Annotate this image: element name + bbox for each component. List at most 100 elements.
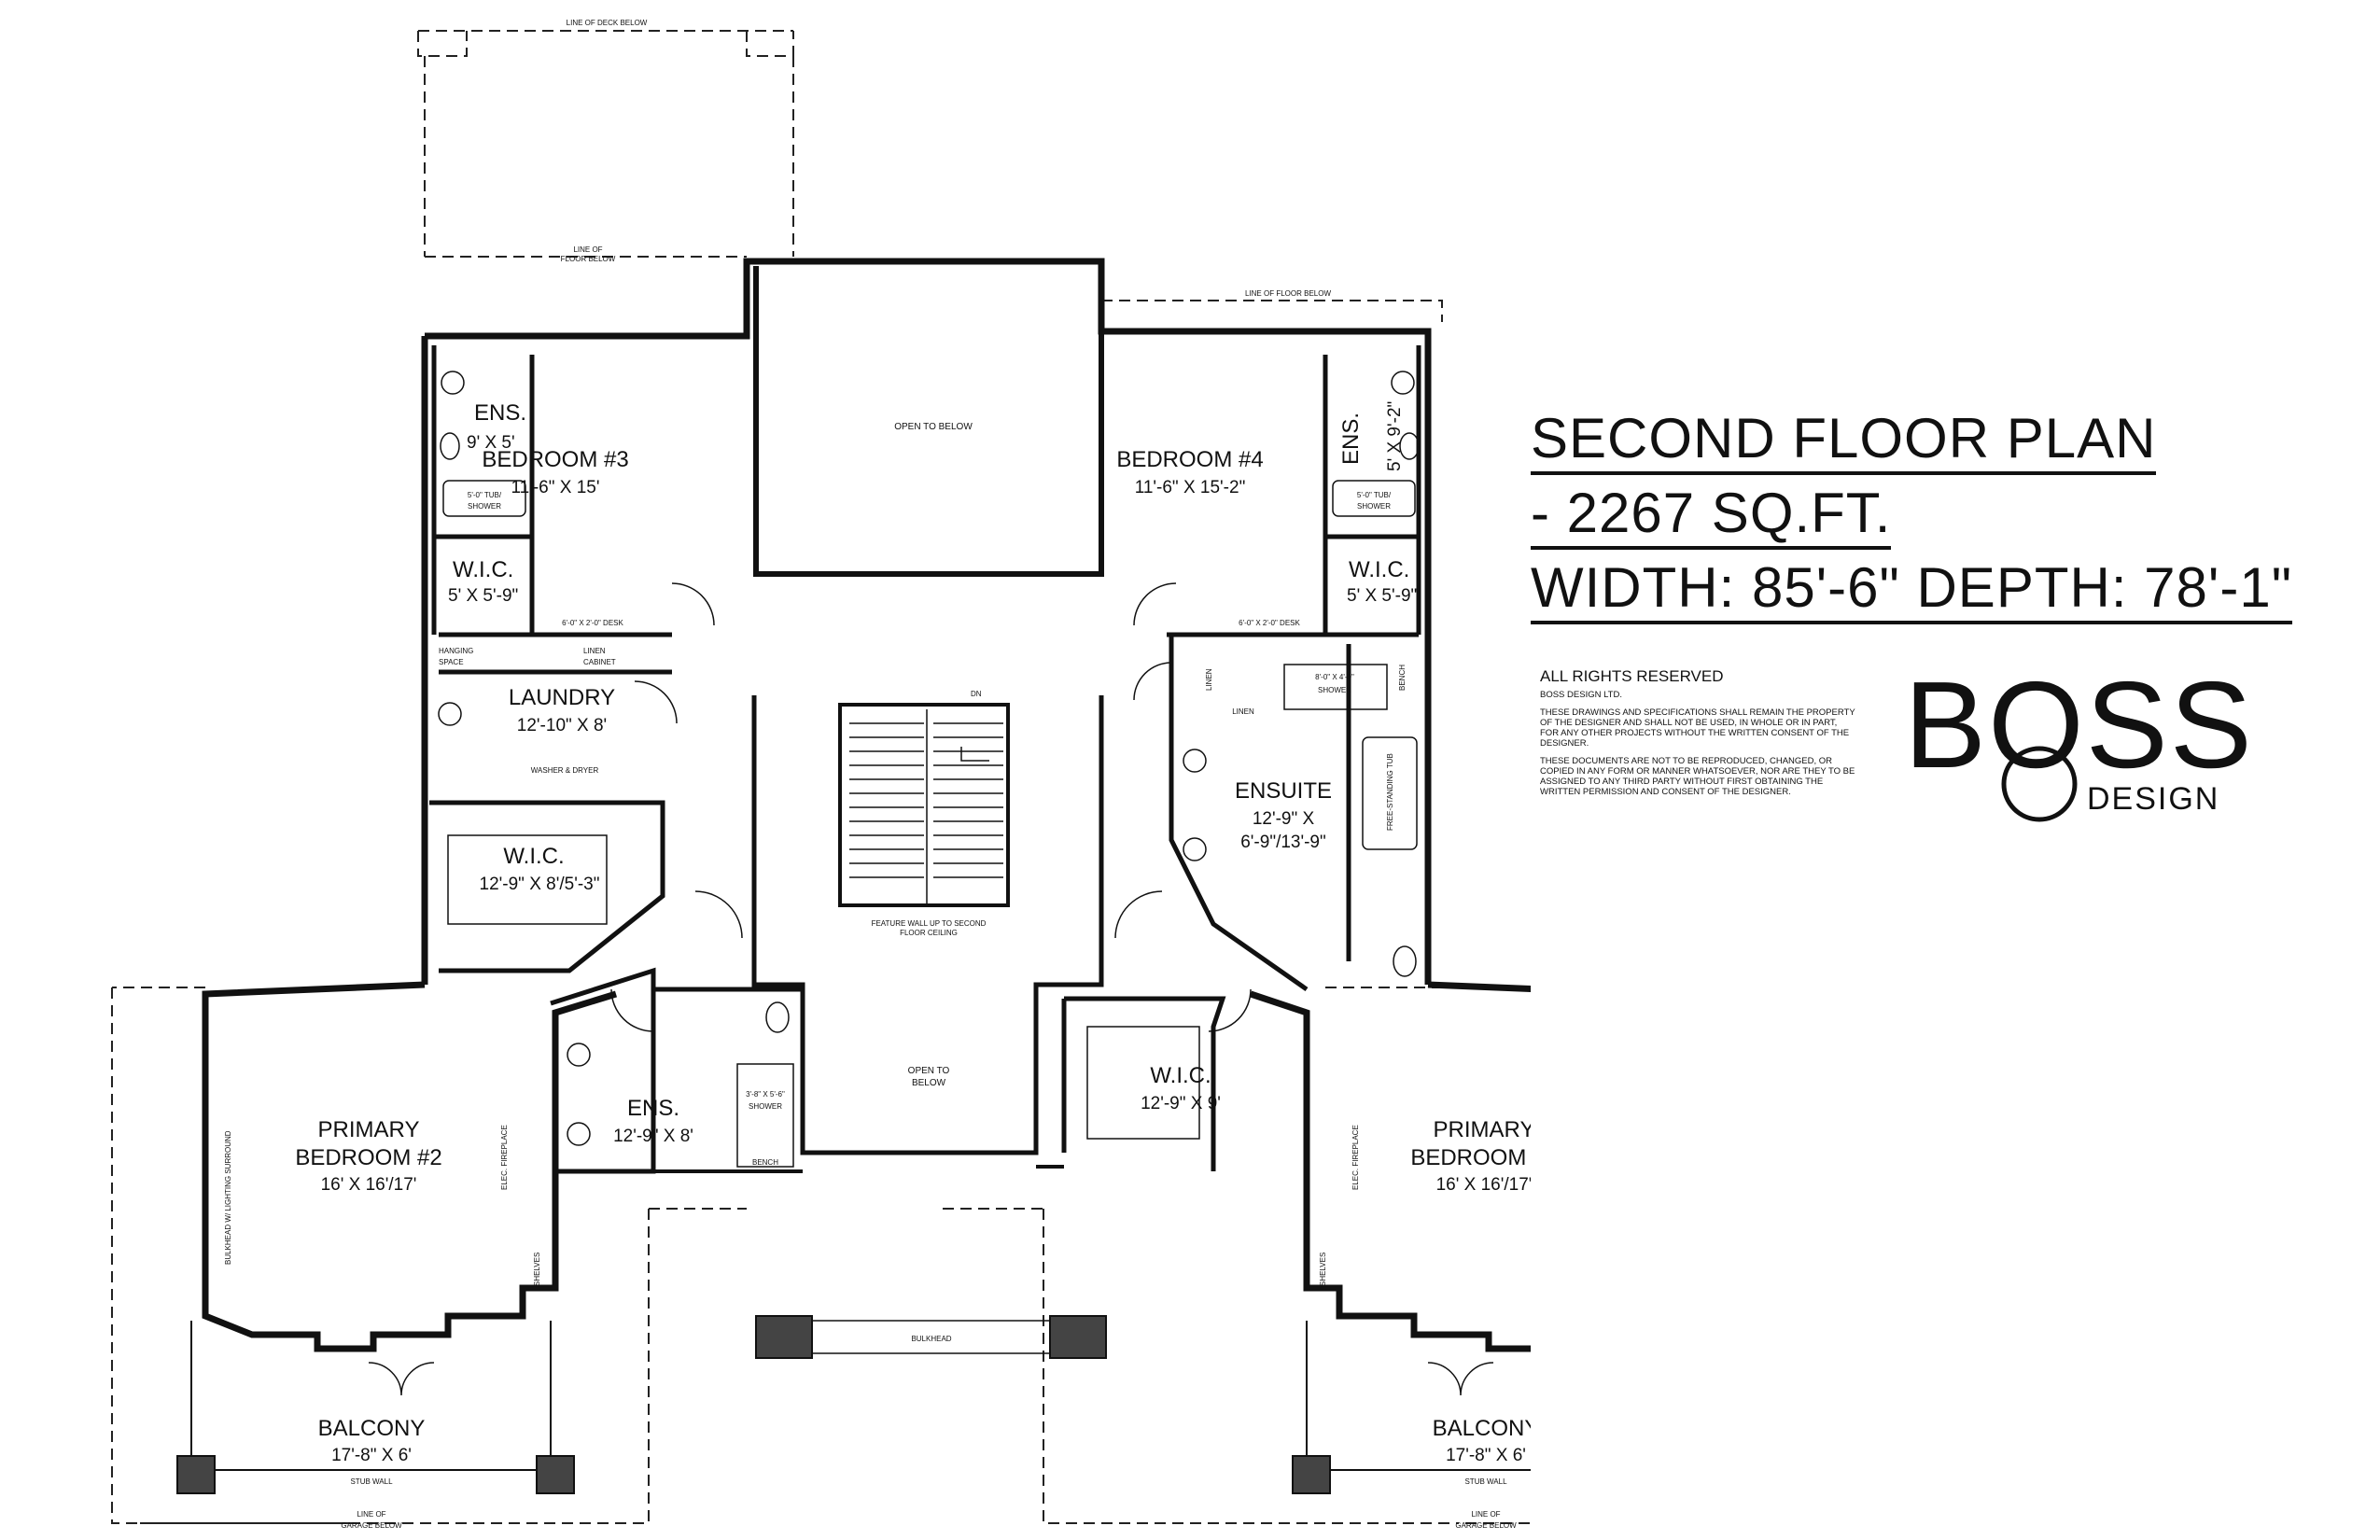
title-block: SECOND FLOOR PLAN - 2267 SQ.FT. WIDTH: 8… <box>1531 406 2333 630</box>
note-deck-below: LINE OF DECK BELOW <box>567 19 648 27</box>
note-bench-ensuite: BENCH <box>1398 665 1407 691</box>
wic4-dim: 5' X 5'-9" <box>1347 586 1417 606</box>
primary1-name1: PRIMARY <box>1434 1117 1531 1142</box>
ens3-dim: 9' X 5' <box>467 433 515 453</box>
balcony-left-dim: 17'-8" X 6' <box>331 1446 412 1465</box>
wic3-name: W.I.C. <box>453 557 513 582</box>
laundry-name: LAUNDRY <box>509 685 615 710</box>
logo-sub: DESIGN <box>2087 781 2220 817</box>
bulkhead-entry <box>755 1315 1107 1359</box>
note-open-below-mid1: OPEN TO <box>908 1066 950 1076</box>
note-linen-b: LINEN <box>1232 707 1254 716</box>
plan-area: - 2267 SQ.FT. <box>1531 481 1892 550</box>
note-shelves-right: SHELVES <box>1319 1253 1327 1286</box>
note-linen-a: LINEN <box>1205 668 1213 691</box>
note-bulkhead-centre: BULKHEAD <box>911 1335 951 1343</box>
wic-left-dim: 12'-9" X 8'/5'-3" <box>480 875 600 894</box>
stair-dn-label: DN <box>971 690 982 698</box>
note-hanging1: HANGING <box>439 647 473 655</box>
note-floor-below-2: LINE OF FLOOR BELOW <box>1245 289 1331 298</box>
wic-right-dim: 12'-9" X 9' <box>1141 1094 1221 1113</box>
dashed-outlines <box>111 30 1531 1524</box>
note-bench-ens2: BENCH <box>752 1158 778 1167</box>
note-shelves-left: SHELVES <box>533 1253 541 1286</box>
note-garage-left2: GARAGE BELOW <box>341 1521 402 1530</box>
ensuite-name: ENSUITE <box>1235 778 1332 804</box>
note-tub-left-b: SHOWER <box>468 502 501 511</box>
note-shower84-word: SHOWER <box>1318 686 1351 694</box>
primary2-dim: 16' X 16'/17' <box>321 1175 417 1195</box>
wic3-dim: 5' X 5'-9" <box>448 586 518 606</box>
logo-ring-icon <box>2001 746 2078 822</box>
wic4-name: W.I.C. <box>1349 557 1409 582</box>
plan-dimensions: WIDTH: 85'-6" DEPTH: 78'-1" <box>1531 555 2292 624</box>
balcony-left-name: BALCONY <box>318 1416 426 1441</box>
primary2-name1: PRIMARY <box>318 1117 420 1142</box>
note-garage-right1: LINE OF <box>1471 1510 1500 1519</box>
bedroom4-dim: 11'-6" X 15'-2" <box>1135 478 1246 497</box>
primary1-name2: BEDROOM #1 <box>1410 1145 1531 1170</box>
primary1-dim: 16' X 16'/17' <box>1436 1175 1531 1195</box>
note-open-below-top: OPEN TO BELOW <box>894 422 973 432</box>
ensuite-dim1: 12'-9" X <box>1253 809 1315 829</box>
ens2-name: ENS. <box>627 1096 679 1121</box>
ens4-name: ENS. <box>1338 413 1364 465</box>
legal-para2: THESE DOCUMENTS ARE NOT TO BE REPRODUCED… <box>1540 756 1855 797</box>
annotations: LINE OF DECK BELOW LINE OF FLOOR BELOW L… <box>224 19 1517 1530</box>
room-labels: BEDROOM #3 11'-6" X 15' BEDROOM #4 11'-6… <box>295 400 1531 1465</box>
note-tub-left-a: 5'-0" TUB/ <box>468 491 502 499</box>
ens4-dim: 5' X 9'-2" <box>1385 401 1405 471</box>
exterior-walls <box>202 258 1531 1352</box>
boss-design-logo: BOSS DESIGN <box>1904 656 2252 822</box>
logo-word: BOSS <box>1904 656 2254 793</box>
note-shower84: 8'-0" X 4'-0" <box>1315 673 1354 681</box>
note-open-below-mid2: BELOW <box>912 1078 946 1088</box>
note-stub-wall-left: STUB WALL <box>350 1477 393 1486</box>
note-desk-left: 6'-0" X 2'-0" DESK <box>562 619 623 627</box>
stair-treads <box>849 709 1003 905</box>
note-fireplace-left: ELEC. FIREPLACE <box>500 1125 509 1190</box>
note-bulkhead-lighting: BULKHEAD W/ LIGHTING SURROUND <box>224 1130 232 1265</box>
note-hanging2: SPACE <box>439 658 464 666</box>
ens3-name: ENS. <box>474 400 526 426</box>
note-linen-cab2: CABINET <box>583 658 616 666</box>
legal-notice: ALL RIGHTS RESERVED BOSS DESIGN LTD. THE… <box>1540 667 1857 805</box>
balcony-right-dim: 17'-8" X 6' <box>1446 1446 1526 1465</box>
note-desk-right: 6'-0" X 2'-0" DESK <box>1239 619 1300 627</box>
legal-para1: THESE DRAWINGS AND SPECIFICATIONS SHALL … <box>1540 707 1855 749</box>
note-tub-right-a: 5'-0" TUB/ <box>1357 491 1392 499</box>
note-shower38-word: SHOWER <box>749 1102 782 1111</box>
legal-company: BOSS DESIGN LTD. <box>1540 690 1622 700</box>
stair: DN <box>838 690 1010 907</box>
primary2-name2: BEDROOM #2 <box>295 1145 441 1170</box>
door-swings <box>368 582 1494 1396</box>
balcony-right-name: BALCONY <box>1433 1416 1531 1441</box>
note-tub-right-b: SHOWER <box>1357 502 1391 511</box>
note-garage-left1: LINE OF <box>357 1510 385 1519</box>
balcony-right <box>1292 1321 1531 1494</box>
note-garage-right2: GARAGE BELOW <box>1455 1521 1517 1530</box>
wic-right-name: W.I.C. <box>1150 1063 1211 1088</box>
note-stub-wall-right: STUB WALL <box>1464 1477 1507 1486</box>
balcony-left <box>176 1321 575 1494</box>
fixtures <box>438 371 1420 1168</box>
bedroom4-name: BEDROOM #4 <box>1116 447 1263 472</box>
ensuite-dim2: 6'-9"/13'-9" <box>1240 833 1326 852</box>
bedroom3-dim: 11'-6" X 15' <box>511 478 600 497</box>
interior-walls <box>429 345 1421 1174</box>
note-floor-below-1a: LINE OF <box>573 245 602 254</box>
note-feature-wall1: FEATURE WALL UP TO SECOND <box>872 919 987 928</box>
note-shower38: 3'-8" X 5'-6" <box>746 1090 785 1099</box>
note-freestanding-tub: FREE-STANDING TUB <box>1386 753 1394 831</box>
floor-plan-drawing: DN <box>111 19 1531 1530</box>
note-washer-dryer: WASHER & DRYER <box>531 766 599 775</box>
note-linen-cab1: LINEN <box>583 647 606 655</box>
laundry-dim: 12'-10" X 8' <box>517 716 607 735</box>
note-feature-wall2: FLOOR CEILING <box>900 929 958 937</box>
plan-title: SECOND FLOOR PLAN <box>1531 406 2157 475</box>
bedroom3-name: BEDROOM #3 <box>482 447 628 472</box>
note-fireplace-right: ELEC. FIREPLACE <box>1351 1125 1360 1190</box>
ens2-dim: 12'-9" X 8' <box>613 1127 693 1146</box>
legal-heading: ALL RIGHTS RESERVED <box>1540 667 1724 685</box>
wic-left-name: W.I.C. <box>503 844 564 869</box>
